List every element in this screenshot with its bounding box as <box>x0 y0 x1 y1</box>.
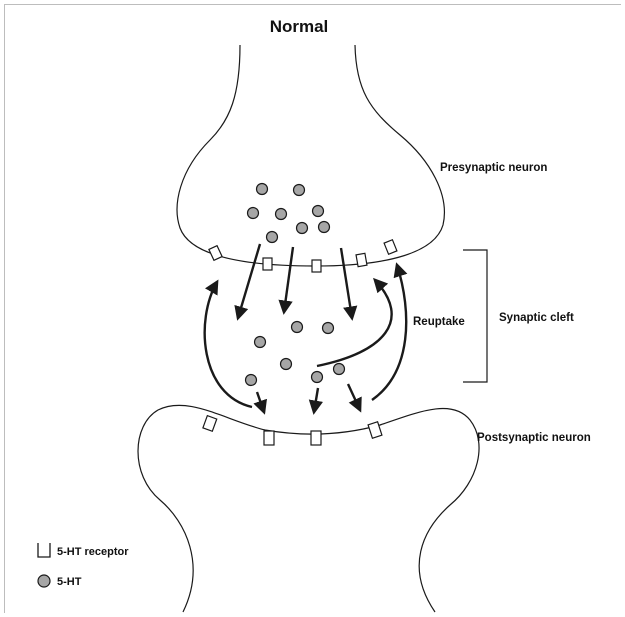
5ht-molecule-icon <box>276 209 287 220</box>
receptor-icon <box>203 416 217 432</box>
postsynaptic-neuron-outline <box>138 405 479 612</box>
5ht-molecule-icon <box>281 359 292 370</box>
receptor-icon <box>384 240 397 254</box>
receptor-icon <box>263 258 272 270</box>
arrow-icon <box>284 247 293 312</box>
presynaptic-neuron-outline <box>177 45 444 266</box>
5ht-molecule-icon <box>313 206 324 217</box>
arrow-icon <box>238 244 260 318</box>
5ht-legend-icon <box>38 575 50 587</box>
receptor-icon <box>264 431 274 445</box>
presynaptic-receptors <box>209 240 397 272</box>
receptor-legend-icon <box>38 543 50 557</box>
cleft-molecules <box>246 322 345 386</box>
release-arrows <box>238 244 352 318</box>
receptor-icon <box>311 431 321 445</box>
receptor-icon <box>356 253 367 266</box>
5ht-molecule-icon <box>248 208 259 219</box>
5ht-molecule-icon <box>255 337 266 348</box>
receptor-icon <box>312 260 321 272</box>
5ht-molecule-icon <box>297 223 308 234</box>
arrow-icon <box>314 388 318 412</box>
postsynaptic-label: Postsynaptic neuron <box>477 432 591 444</box>
arrow-icon <box>348 384 360 410</box>
5ht-molecule-icon <box>334 364 345 375</box>
legend-receptor-label: 5-HT receptor <box>57 546 129 558</box>
binding-arrows <box>257 384 360 412</box>
receptor-icon <box>209 246 222 261</box>
reuptake-arrows <box>205 265 407 407</box>
synaptic-cleft-label: Synaptic cleft <box>499 312 574 324</box>
5ht-molecule-icon <box>267 232 278 243</box>
5ht-molecule-icon <box>319 222 330 233</box>
vesicle-molecules <box>248 184 330 243</box>
5ht-molecule-icon <box>294 185 305 196</box>
receptor-icon <box>368 422 382 438</box>
diagram-title: Normal <box>270 17 329 36</box>
legend-5ht-label: 5-HT <box>57 576 82 588</box>
curved-arrow-icon <box>205 282 252 407</box>
5ht-molecule-icon <box>246 375 257 386</box>
5ht-molecule-icon <box>292 322 303 333</box>
arrow-icon <box>341 248 352 318</box>
arrow-icon <box>257 392 264 412</box>
5ht-molecule-icon <box>323 323 334 334</box>
curved-arrow-icon <box>372 265 406 400</box>
presynaptic-label: Presynaptic neuron <box>440 162 547 174</box>
5ht-molecule-icon <box>257 184 268 195</box>
5ht-molecule-icon <box>312 372 323 383</box>
legend: 5-HT receptor 5-HT <box>38 543 129 588</box>
reuptake-label: Reuptake <box>413 316 465 328</box>
synaptic-cleft-bracket <box>463 250 487 382</box>
